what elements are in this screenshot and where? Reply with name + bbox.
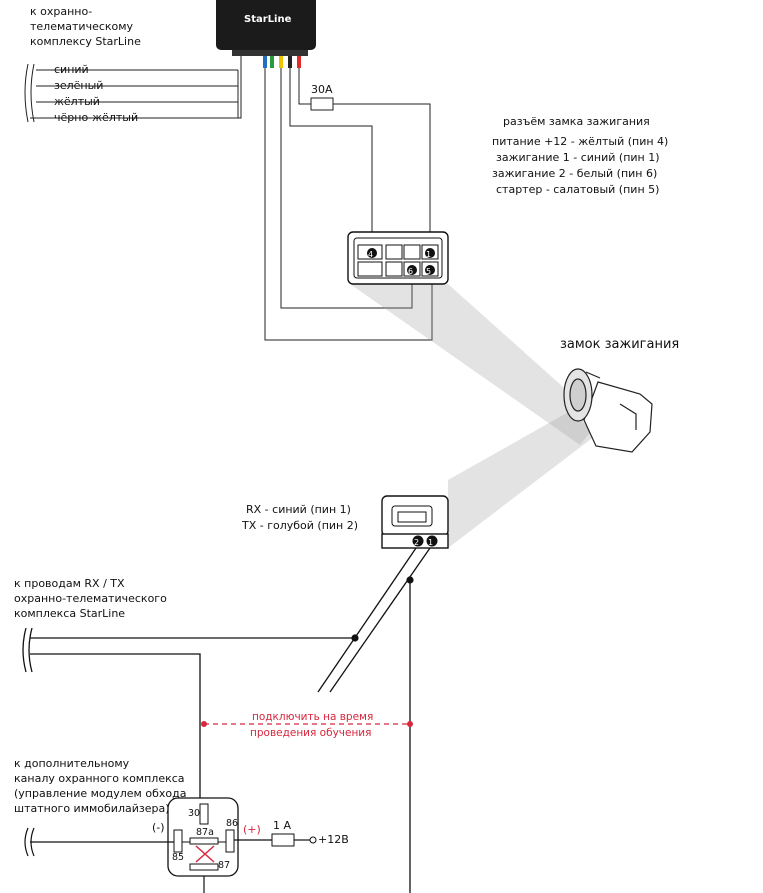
training-note-line-2: проведения обучения <box>250 727 372 739</box>
wire-label-black-yellow: чёрно-жёлтый <box>54 111 139 124</box>
wire-stub-yellow <box>279 56 283 68</box>
ignition-pin-line-4: стартер - салатовый (пин 5) <box>496 183 660 196</box>
rx-tx-pin-2-marker <box>412 535 424 547</box>
pin-5-number: 5 <box>426 267 432 276</box>
ignition-pin-line-3: зажигание 2 - белый (пин 6) <box>492 167 658 180</box>
module-note-line-2: телематическому <box>30 20 134 33</box>
fuse-1a-label: 1 А <box>273 819 292 832</box>
module-to-ignition-wires <box>264 68 433 341</box>
module-note-line-1: к охранно- <box>30 5 93 18</box>
relay-pin-85: 85 <box>172 852 185 863</box>
junction-rx <box>351 634 359 642</box>
module-note-line-3: комплексу StarLine <box>30 35 141 48</box>
relay-note-line-2: каналу охранного комплекса <box>14 772 185 785</box>
rxtx-pin-2-number: 2 <box>414 538 420 547</box>
rxtx-connector <box>381 495 449 549</box>
ignition-pin-line-1: питание +12 - жёлтый (пин 4) <box>492 135 669 148</box>
supply-terminal <box>309 836 317 844</box>
pin-6-marker <box>407 265 417 275</box>
rx-tx-pin-1-marker <box>426 535 438 547</box>
relay-pin-87: 87 <box>218 860 231 871</box>
relay-minus-label: (-) <box>152 821 165 834</box>
module-wire-stubs <box>263 56 301 68</box>
pin-4-number: 4 <box>368 250 374 259</box>
ignition-lock-label: замок зажигания <box>560 337 680 352</box>
ignition-pin-line-2: зажигание 1 - синий (пин 1) <box>496 151 660 164</box>
wire-stub-black <box>288 56 292 68</box>
pin-5-marker <box>425 265 435 275</box>
wire-stub-blue <box>263 56 267 68</box>
starline-module <box>216 0 316 56</box>
rxtx-note-line-2: охранно-телематического <box>14 592 167 605</box>
training-link <box>201 721 413 727</box>
pin-6-number: 6 <box>408 267 414 276</box>
wire-stub-red <box>297 56 301 68</box>
ignition-connector <box>347 231 449 285</box>
junction-tx <box>406 576 414 584</box>
ignition-connector-title: разъём замка зажигания <box>503 115 650 128</box>
training-note-line-1: подключить на время <box>252 711 374 723</box>
relay-note-line-1: к дополнительному <box>14 757 130 770</box>
relay-plus-label: (+) <box>243 823 261 836</box>
rxtx-wires <box>22 547 431 893</box>
pin-1-number: 1 <box>426 250 432 259</box>
rxtx-pin-1-number: 1 <box>428 538 434 547</box>
relay-wires <box>24 827 310 893</box>
relay-pin-87a: 87a <box>196 827 214 838</box>
rxtx-note-line-3: комплекса StarLine <box>14 607 126 620</box>
pin-1-marker <box>425 248 435 258</box>
projection-beams <box>350 284 600 548</box>
relay-pin-30: 30 <box>188 808 201 819</box>
rx-pin-label: RX - синий (пин 1) <box>246 503 351 516</box>
fuse-30a <box>310 97 334 111</box>
relay <box>167 797 239 877</box>
wire-label-green: зелёный <box>54 79 104 92</box>
fuse-1a <box>271 833 295 847</box>
fuse-30a-label: 30А <box>311 83 333 96</box>
ignition-lock-drawing <box>563 368 653 453</box>
relay-note-line-4: штатного иммобилайзера) <box>14 802 170 815</box>
rxtx-note-line-1: к проводам RX / TX <box>14 577 125 590</box>
wire-label-yellow: жёлтый <box>54 95 100 108</box>
relay-pin-86: 86 <box>226 818 239 829</box>
pin-4-marker <box>367 248 377 258</box>
wire-stub-green <box>270 56 274 68</box>
relay-note-line-3: (управление модулем обхода <box>14 787 187 800</box>
wire-label-blue: синий <box>54 63 89 76</box>
supply-12v-label: +12В <box>318 833 349 846</box>
left-wire-bundle <box>24 56 242 123</box>
starline-logo: StarLine <box>244 14 292 25</box>
tx-pin-label: TX - голубой (пин 2) <box>242 519 359 532</box>
